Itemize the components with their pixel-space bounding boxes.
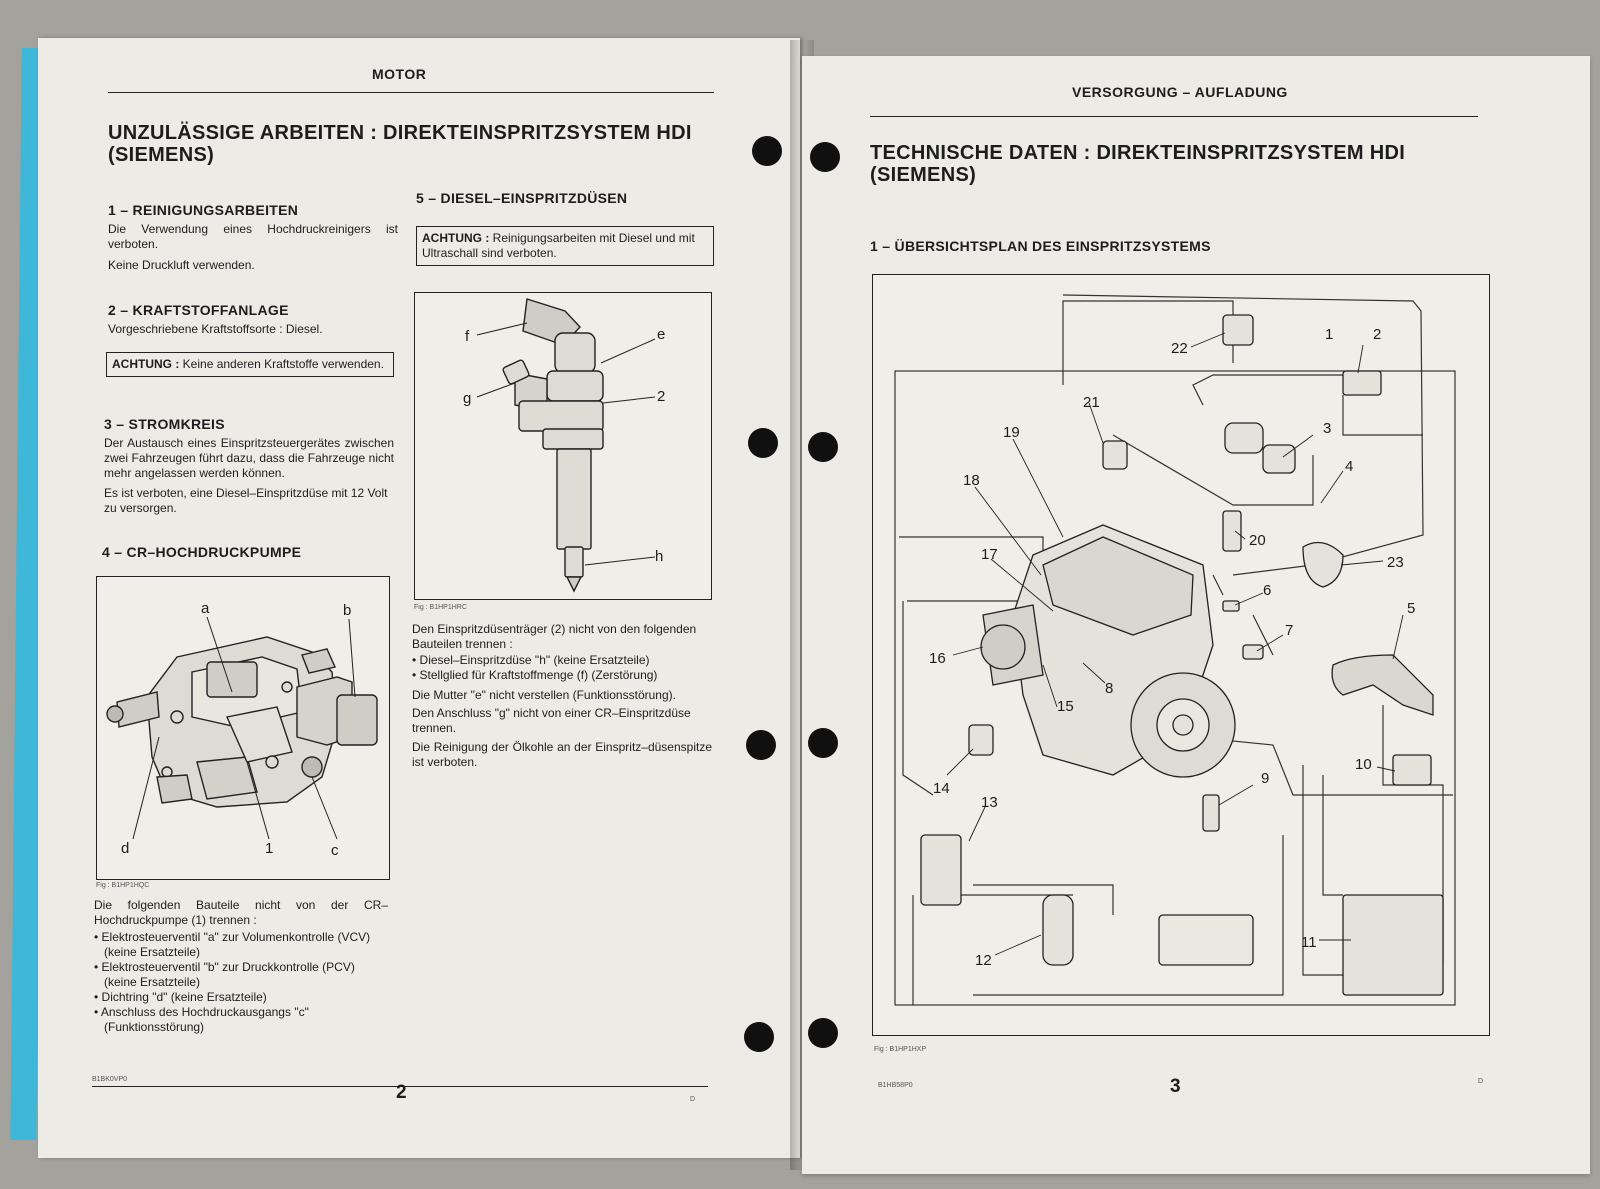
pump-figure: a b d 1 c: [96, 576, 390, 880]
section-heading: 1 – ÜBERSICHTSPLAN DES EINSPRITZSYSTEMS: [870, 238, 1211, 254]
section-1-heading: 1 – REINIGUNGSARBEITEN: [108, 202, 299, 218]
injector-figure: f e g 2 h: [414, 292, 712, 600]
footer-rule: [92, 1086, 708, 1087]
right-page-number: 3: [1170, 1076, 1181, 1097]
callout-14: 14: [933, 780, 950, 797]
pump-figure-caption: Fig : B1HP1HQC: [96, 882, 150, 889]
left-footer-code: B1BK0VP0: [92, 1076, 128, 1083]
section-5-heading: 5 – DIESEL–EINSPRITZDÜSEN: [416, 190, 628, 206]
callout-21: 21: [1083, 394, 1100, 411]
header-rule: [108, 92, 714, 93]
section-2-text: Vorgeschriebene Kraftstoffsorte : Diesel…: [108, 322, 323, 336]
injector-cleaning-text: Die Reinigung der Ölkohle an der Einspri…: [412, 740, 712, 769]
callout-17: 17: [981, 546, 998, 563]
callout-3: 3: [1323, 420, 1331, 437]
callout-15: 15: [1057, 698, 1074, 715]
injector-label-g: g: [463, 390, 471, 407]
list-item: Dichtring "d" (keine Ersatzteile): [94, 990, 388, 1005]
callout-18: 18: [963, 472, 980, 489]
callout-6: 6: [1263, 582, 1271, 599]
left-page-number: 2: [396, 1082, 407, 1103]
callout-8: 8: [1105, 680, 1113, 697]
section-3-text-1: Der Austausch eines Einspritzsteuergerät…: [104, 436, 394, 480]
punch-hole: [752, 136, 782, 166]
pump-intro: Die folgenden Bauteile nicht von der CR–…: [94, 898, 388, 927]
pump-label-d: d: [121, 840, 129, 857]
list-item: Anschluss des Hochdruckausgangs "c" (Fun…: [94, 1005, 388, 1035]
punch-hole: [810, 142, 840, 172]
title-line-1: UNZULÄSSIGE ARBEITEN : DIREKTEINSPRITZSY…: [108, 122, 692, 144]
list-item: Elektrosteuerventil "b" zur Druckkontrol…: [94, 960, 388, 990]
callout-13: 13: [981, 794, 998, 811]
pump-label-a: a: [201, 600, 210, 617]
title-line-2: (SIEMENS): [108, 144, 215, 166]
diagram-caption: Fig : B1HP1HXP: [874, 1046, 927, 1053]
pump-label-c: c: [331, 842, 339, 859]
pump-illustration: a b d 1 c: [106, 600, 378, 859]
system-diagram-illustration: 1 2 3 4 5 6 7 8 9 10 11 12 13 14 15 16 1…: [894, 294, 1456, 1006]
section-1-text-2: Keine Druckluft verwenden.: [108, 258, 255, 272]
title-line-2: (SIEMENS): [870, 164, 977, 186]
punch-hole: [746, 730, 776, 760]
punch-hole: [808, 432, 838, 462]
punch-hole: [808, 1018, 838, 1048]
injector-item-list: Diesel–Einspritzdüse "h" (keine Ersatzte…: [412, 653, 712, 683]
callout-9: 9: [1261, 770, 1269, 787]
section-1-text-1: Die Verwendung eines Hochdruckreinigers …: [108, 222, 398, 251]
list-item: Elektrosteuerventil "a" zur Volumenkontr…: [94, 930, 388, 960]
callout-10: 10: [1355, 756, 1372, 773]
punch-hole: [744, 1022, 774, 1052]
injector-illustration: f e g 2 h: [463, 298, 665, 593]
left-page-title: UNZULÄSSIGE ARBEITEN : DIREKTEINSPRITZSY…: [108, 122, 728, 166]
callout-19: 19: [1003, 424, 1020, 441]
list-item: Stellglied für Kraftstoffmenge (f) (Zers…: [412, 668, 712, 683]
pump-label-b: b: [343, 602, 351, 619]
callout-5: 5: [1407, 600, 1415, 617]
injector-label-h: h: [655, 548, 663, 565]
section-2-heading: 2 – KRAFTSTOFFANLAGE: [108, 302, 289, 318]
warning-text: Reinigungsarbeiten mit Diesel und mit Ul…: [422, 231, 695, 260]
injector-figure-caption: Fig : B1HP1HRC: [414, 604, 467, 611]
callout-7: 7: [1285, 622, 1293, 639]
system-diagram: 1 2 3 4 5 6 7 8 9 10 11 12 13 14 15 16 1…: [872, 274, 1490, 1036]
warning-label: ACHTUNG :: [112, 357, 180, 371]
injector-connection-text: Den Anschluss "g" nicht von einer CR–Ein…: [412, 706, 691, 735]
right-footer-d: D: [1478, 1078, 1484, 1085]
left-page: MOTOR UNZULÄSSIGE ARBEITEN : DIREKTEINSP…: [38, 38, 800, 1158]
callout-4: 4: [1345, 458, 1353, 475]
injector-label-2: 2: [657, 388, 665, 405]
pump-item-list: Elektrosteuerventil "a" zur Volumenkontr…: [94, 930, 388, 1035]
callout-11: 11: [1301, 934, 1317, 951]
injector-nut-text: Die Mutter "e" nicht verstellen (Funktio…: [412, 688, 676, 702]
right-page-header: VERSORGUNG – AUFLADUNG: [1072, 84, 1288, 100]
injector-label-f: f: [465, 328, 470, 345]
title-line-1: TECHNISCHE DATEN : DIREKTEINSPRITZSYSTEM…: [870, 142, 1406, 164]
callout-20: 20: [1249, 532, 1266, 549]
callout-16: 16: [929, 650, 946, 667]
callout-1: 1: [1325, 326, 1333, 343]
right-page-title: TECHNISCHE DATEN : DIREKTEINSPRITZSYSTEM…: [870, 142, 1490, 186]
warning-text: Keine anderen Kraftstoffe verwenden.: [182, 357, 384, 371]
list-item: Diesel–Einspritzdüse "h" (keine Ersatzte…: [412, 653, 712, 668]
callout-22: 22: [1171, 340, 1188, 357]
callout-23: 23: [1387, 554, 1404, 571]
injector-label-e: e: [657, 326, 665, 343]
section-2-warning-box: ACHTUNG : Keine anderen Kraftstoffe verw…: [106, 352, 394, 377]
header-rule: [870, 116, 1478, 117]
section-3-text-2: Es ist verboten, eine Diesel–Einspritzdü…: [104, 486, 388, 515]
warning-label: ACHTUNG :: [422, 231, 490, 245]
section-4-heading: 4 – CR–HOCHDRUCKPUMPE: [102, 544, 302, 560]
right-footer-code: B1HB58P0: [878, 1082, 913, 1089]
punch-hole: [808, 728, 838, 758]
section-3-heading: 3 – STROMKREIS: [104, 416, 225, 432]
right-page: VERSORGUNG – AUFLADUNG TECHNISCHE DATEN …: [802, 56, 1590, 1174]
pump-label-1: 1: [265, 840, 273, 857]
left-page-header: MOTOR: [372, 66, 427, 82]
callout-2: 2: [1373, 326, 1381, 343]
left-footer-d: D: [690, 1096, 696, 1103]
section-5-warning-box: ACHTUNG : Reinigungsarbeiten mit Diesel …: [416, 226, 714, 266]
injector-intro: Den Einspritzdüsenträger (2) nicht von d…: [412, 622, 697, 651]
punch-hole: [748, 428, 778, 458]
callout-12: 12: [975, 952, 992, 969]
